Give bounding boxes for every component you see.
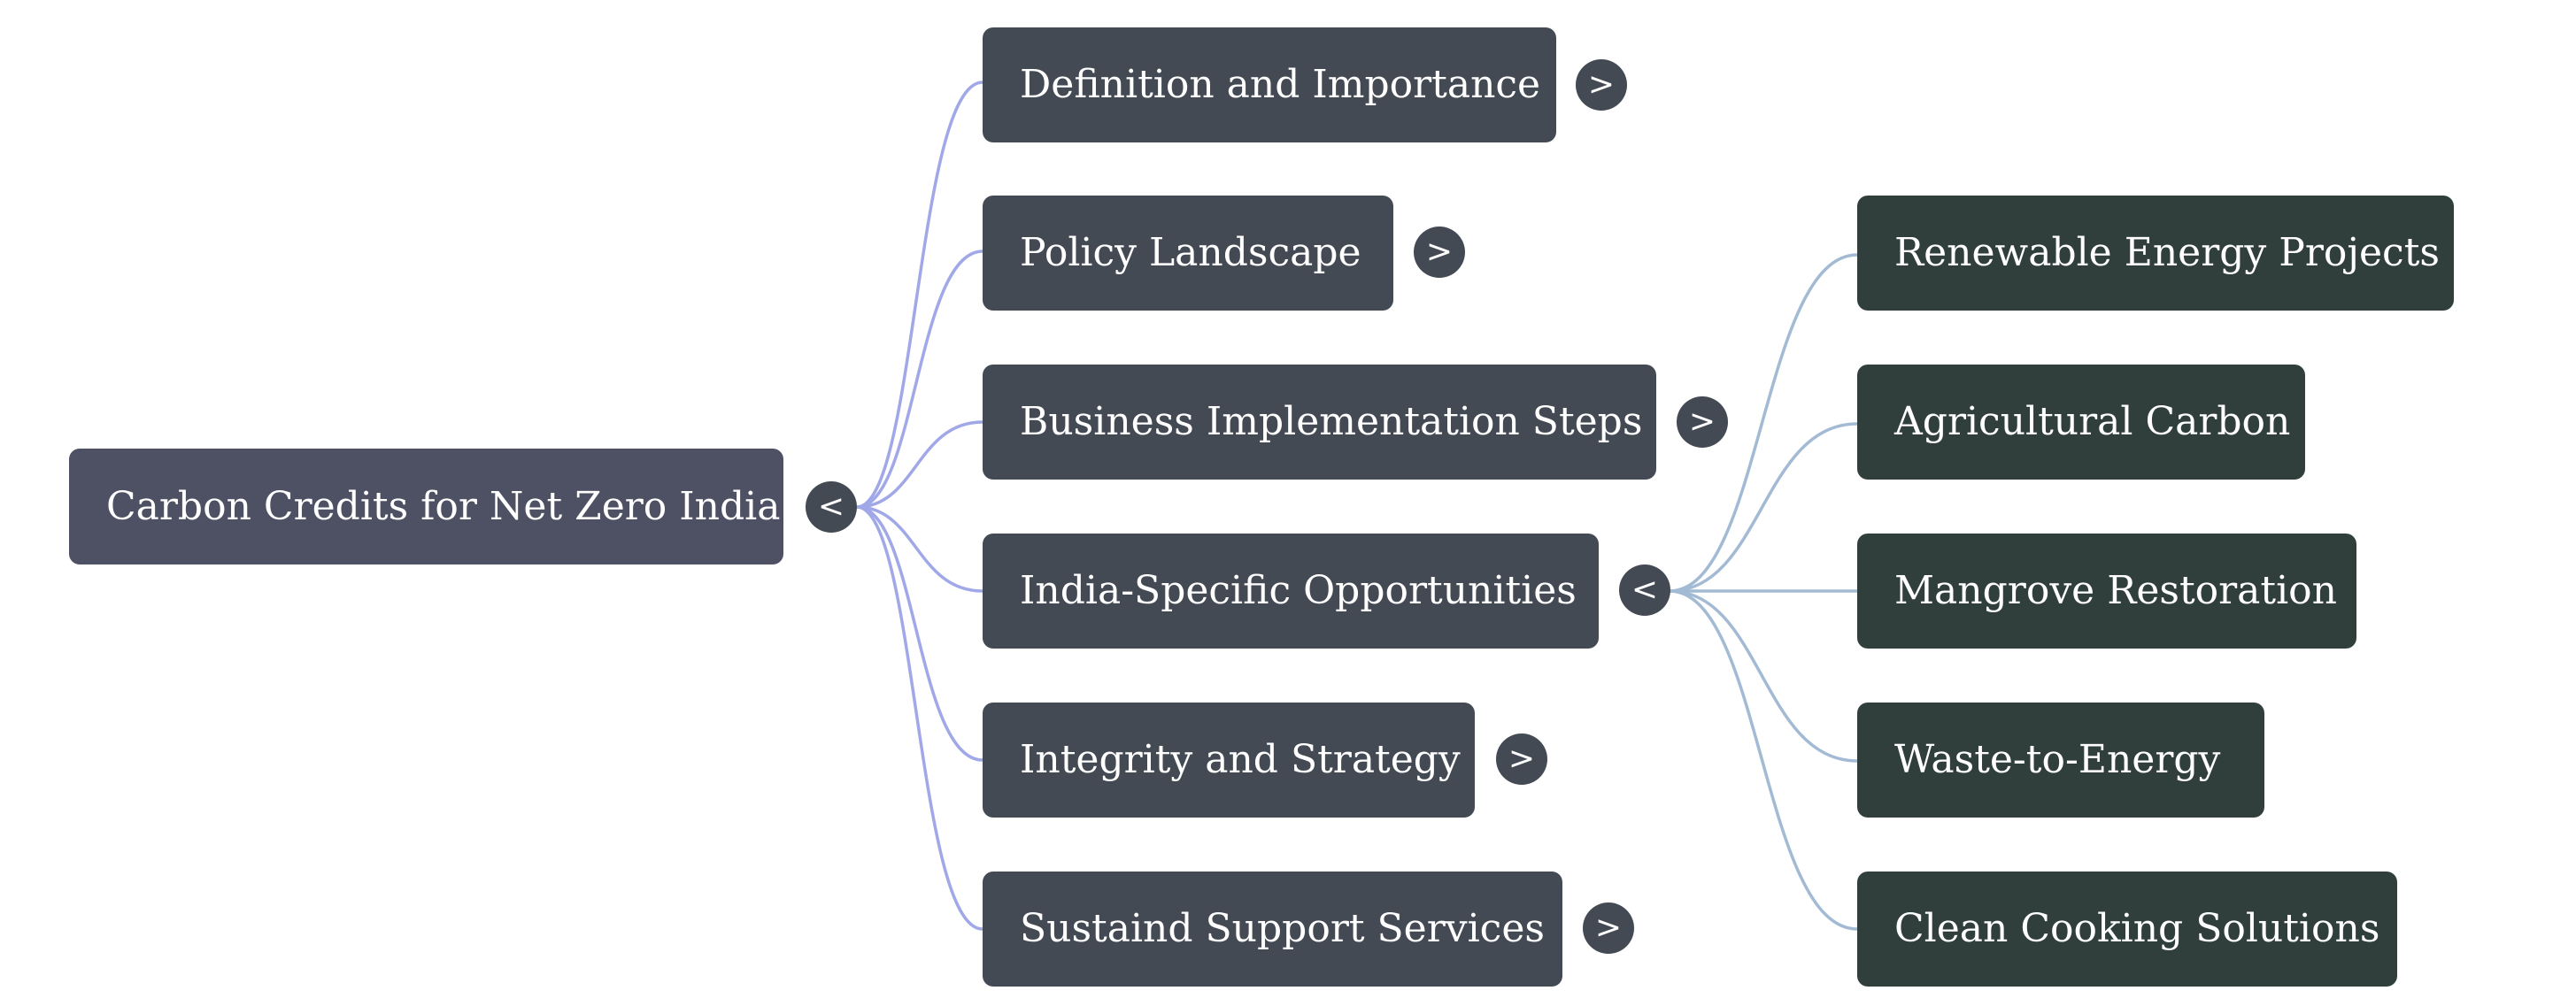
branch-business-implementation-steps[interactable]: Business Implementation Steps bbox=[983, 365, 1656, 480]
leaf-label: Clean Cooking Solutions bbox=[1894, 906, 2380, 951]
link-india-renewable bbox=[1669, 253, 1858, 593]
chevron-right-icon: > bbox=[1508, 741, 1536, 777]
leaf-label: Waste-to-Energy bbox=[1894, 737, 2221, 782]
branch-label: Business Implementation Steps bbox=[1020, 399, 1643, 444]
chevron-left-icon: < bbox=[817, 488, 845, 525]
leaf-waste-to-energy[interactable]: Waste-to-Energy bbox=[1857, 703, 2264, 818]
link-root-definition bbox=[856, 81, 983, 509]
leaf-agricultural-carbon[interactable]: Agricultural Carbon bbox=[1857, 365, 2305, 480]
link-root-integrity bbox=[856, 505, 983, 762]
link-root-sustaind bbox=[856, 505, 983, 931]
chevron-left-icon: < bbox=[1631, 572, 1659, 608]
branch-india-collapse-toggle[interactable]: < bbox=[1619, 564, 1670, 616]
branch-policy-landscape[interactable]: Policy Landscape bbox=[983, 196, 1393, 311]
branch-label: Integrity and Strategy bbox=[1020, 737, 1461, 782]
chevron-right-icon: > bbox=[1587, 66, 1616, 103]
link-root-business bbox=[856, 420, 983, 509]
link-root-india bbox=[856, 505, 983, 593]
leaf-mangrove-restoration[interactable]: Mangrove Restoration bbox=[1857, 534, 2356, 649]
branch-business-expand-toggle[interactable]: > bbox=[1677, 396, 1728, 448]
link-root-policy bbox=[856, 250, 983, 509]
branch-sustaind-support-services[interactable]: Sustaind Support Services bbox=[983, 872, 1562, 987]
branch-label: Sustaind Support Services bbox=[1020, 906, 1545, 951]
leaf-label: Mangrove Restoration bbox=[1894, 568, 2337, 613]
link-india-cooking bbox=[1669, 589, 1858, 931]
root-node-label: Carbon Credits for Net Zero India bbox=[106, 483, 781, 529]
link-india-agricultural bbox=[1669, 422, 1858, 593]
root-collapse-toggle[interactable]: < bbox=[806, 481, 857, 533]
chevron-right-icon: > bbox=[1425, 234, 1454, 270]
branch-label: India-Specific Opportunities bbox=[1020, 568, 1577, 613]
link-india-waste bbox=[1669, 589, 1858, 763]
root-node[interactable]: Carbon Credits for Net Zero India bbox=[69, 449, 783, 564]
leaf-label: Renewable Energy Projects bbox=[1894, 230, 2440, 275]
branch-sustaind-expand-toggle[interactable]: > bbox=[1583, 902, 1634, 954]
branch-policy-expand-toggle[interactable]: > bbox=[1414, 227, 1465, 278]
chevron-right-icon: > bbox=[1688, 403, 1716, 440]
leaf-renewable-energy-projects[interactable]: Renewable Energy Projects bbox=[1857, 196, 2454, 311]
leaf-clean-cooking-solutions[interactable]: Clean Cooking Solutions bbox=[1857, 872, 2397, 987]
branch-label: Definition and Importance bbox=[1020, 62, 1541, 107]
leaf-label: Agricultural Carbon bbox=[1894, 399, 2291, 444]
branch-india-specific-opportunities[interactable]: India-Specific Opportunities bbox=[983, 534, 1599, 649]
branch-definition-and-importance[interactable]: Definition and Importance bbox=[983, 27, 1556, 142]
branch-definition-expand-toggle[interactable]: > bbox=[1576, 59, 1627, 111]
branch-integrity-and-strategy[interactable]: Integrity and Strategy bbox=[983, 703, 1475, 818]
chevron-right-icon: > bbox=[1594, 910, 1623, 946]
branch-label: Policy Landscape bbox=[1020, 230, 1361, 275]
branch-integrity-expand-toggle[interactable]: > bbox=[1496, 733, 1547, 785]
